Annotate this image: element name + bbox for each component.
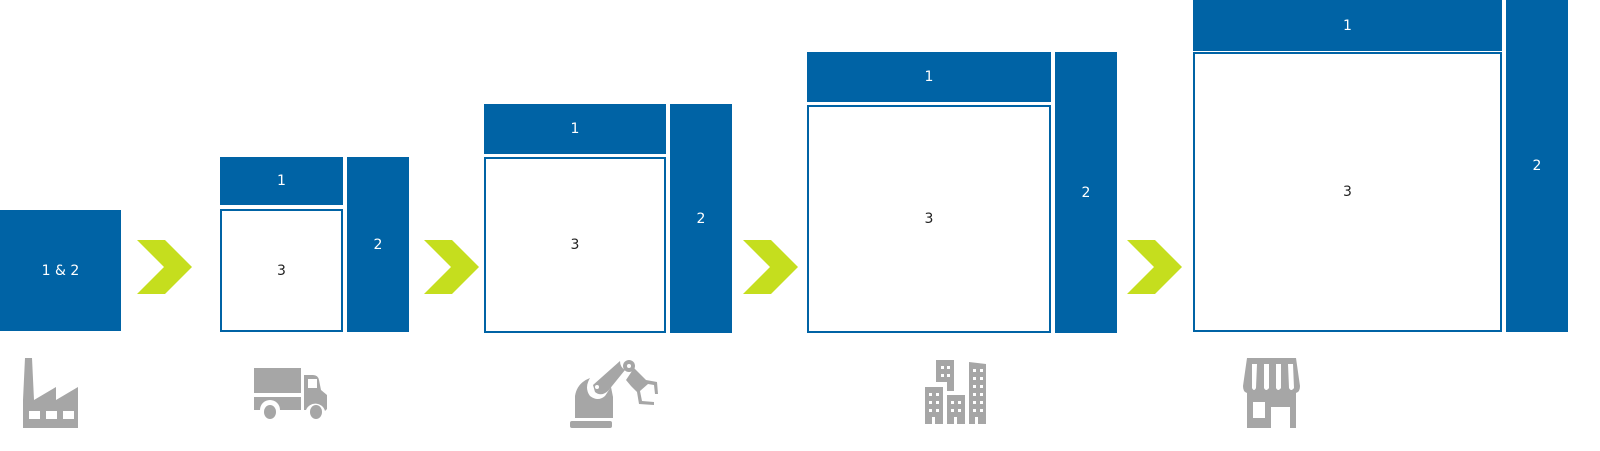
stage2-box-1: 1 xyxy=(484,104,666,154)
chevron-arrow-icon xyxy=(424,240,479,294)
stage4-box-3: 3 xyxy=(1193,52,1502,332)
store-icon xyxy=(1243,358,1300,428)
stage2-box-3: 3 xyxy=(484,157,666,333)
stage3-box-1: 1 xyxy=(807,52,1051,102)
robot-arm-icon xyxy=(570,360,658,428)
chevron-arrow-icon xyxy=(137,240,192,294)
stage1-box-2: 2 xyxy=(347,157,409,332)
chevron-arrow-icon xyxy=(743,240,798,294)
chevron-arrow-icon xyxy=(1127,240,1182,294)
stage1-box-1: 1 xyxy=(220,157,343,205)
stage4-box-1: 1 xyxy=(1193,0,1502,51)
factory-icon xyxy=(23,358,78,428)
city-buildings-icon xyxy=(925,360,986,424)
stage2-box-2: 2 xyxy=(670,104,732,333)
stage4-box-2: 2 xyxy=(1506,0,1568,332)
truck-icon xyxy=(254,368,327,419)
stage3-box-3: 3 xyxy=(807,105,1051,333)
stage3-box-2: 2 xyxy=(1055,52,1117,333)
stage0-box-1-and-2: 1 & 2 xyxy=(0,210,121,331)
stage1-box-3: 3 xyxy=(220,209,343,332)
